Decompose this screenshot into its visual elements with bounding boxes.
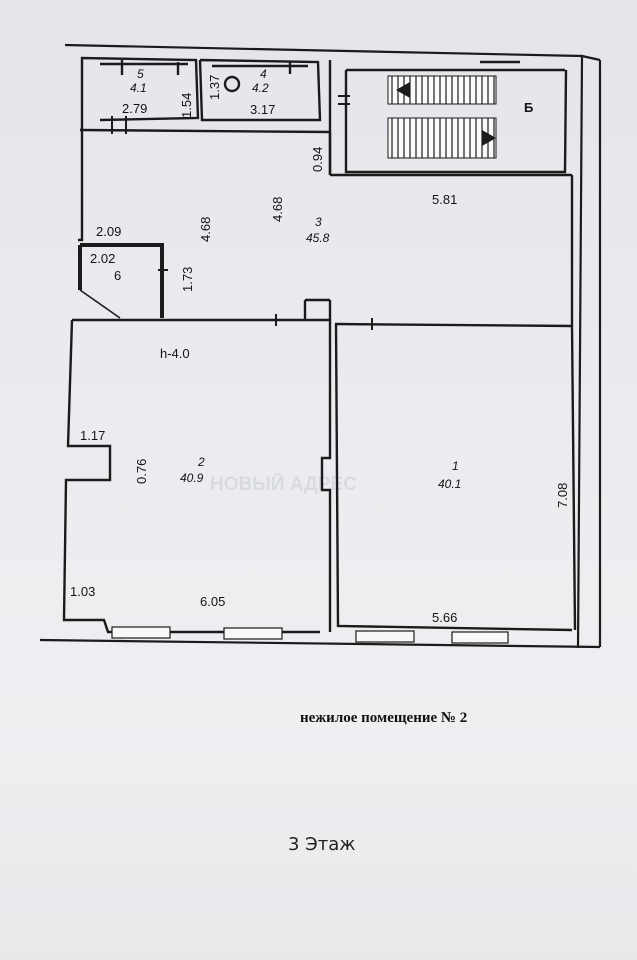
- room-6-walls: [78, 243, 164, 319]
- dimensions: 2.79 1.54 1.37 3.17 0.94 5.81 4.68 4.68 …: [70, 75, 570, 625]
- room-6-number: 6: [114, 268, 121, 283]
- dim-5-81: 5.81: [432, 192, 457, 207]
- room-5-area: 4.1: [130, 81, 147, 95]
- room-5-number: 5: [137, 67, 144, 81]
- watermark: НОВЫЙ АДРЕС: [210, 473, 357, 495]
- stair-treads: [391, 76, 495, 158]
- partition-wall: [72, 318, 573, 328]
- dim-1-03: 1.03: [70, 584, 95, 599]
- room-4-number: 4: [260, 67, 267, 81]
- stair-arrows: [396, 82, 496, 146]
- dim-2-79: 2.79: [122, 101, 147, 116]
- outer-walls: [39, 43, 602, 649]
- dim-1-17: 1.17: [80, 428, 105, 443]
- room-3-area: 45.8: [306, 231, 330, 245]
- dim-6-05: 6.05: [200, 594, 225, 609]
- room-1-area: 40.1: [438, 477, 461, 491]
- room-2-walls: [62, 298, 332, 634]
- floor-label: 3 Этаж: [288, 834, 356, 855]
- door-marks: [111, 95, 373, 330]
- room-2-area: 40.9: [180, 471, 204, 485]
- dim-1-37: 1.37: [207, 75, 222, 100]
- stair-steps-lower: [387, 117, 497, 159]
- windows: [111, 626, 509, 644]
- stair-label: Б: [524, 100, 533, 115]
- room-3-walls: [78, 128, 574, 326]
- dim-7-08: 7.08: [555, 483, 570, 508]
- room-1-walls: [334, 323, 577, 632]
- wc-rooms: [80, 56, 322, 130]
- dim-0-94: 0.94: [310, 147, 325, 172]
- dim-4-68-left: 4.68: [198, 217, 213, 242]
- ceiling-height: h-4.0: [160, 346, 190, 361]
- dim-1-54: 1.54: [179, 93, 194, 118]
- room-2-number: 2: [197, 455, 205, 469]
- dim-1-73: 1.73: [180, 267, 195, 292]
- dim-2-09: 2.09: [96, 224, 121, 239]
- room-labels: 5 4.1 4 4.2 3 45.8 6 2 40.9 1 40.1 Б: [114, 67, 533, 491]
- watermark-text: НОВЫЙ АДРЕС: [210, 473, 357, 495]
- dim-5-66: 5.66: [432, 610, 457, 625]
- floor-plan: НОВЫЙ АДРЕС: [39, 43, 602, 649]
- dim-3-17: 3.17: [250, 102, 275, 117]
- room-3-number: 3: [315, 215, 322, 229]
- stair-steps-upper: [387, 75, 497, 105]
- room-1-number: 1: [452, 459, 459, 473]
- room-4-area: 4.2: [252, 81, 269, 95]
- dim-4-68-mid: 4.68: [270, 197, 285, 222]
- dim-0-76: 0.76: [134, 459, 149, 484]
- premises-caption: нежилое помещение № 2: [300, 710, 468, 726]
- dim-2-02: 2.02: [90, 251, 115, 266]
